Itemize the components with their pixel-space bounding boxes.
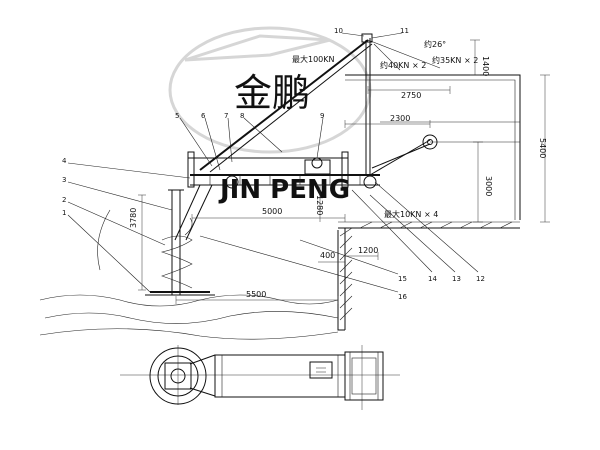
part-number-10: 10 — [334, 27, 343, 35]
part-number-7: 7 — [224, 112, 228, 120]
wheel-right — [363, 175, 377, 189]
plan-platform — [214, 354, 346, 398]
part-number-2: 2 — [62, 196, 66, 204]
dim-1200: 1200 — [358, 246, 378, 255]
part-number-12: 12 — [476, 275, 485, 283]
dim-5500: 5500 — [246, 290, 266, 299]
dim-3000: 3000 — [484, 176, 493, 196]
part-number-9: 9 — [320, 112, 324, 120]
part-number-11: 11 — [400, 27, 409, 35]
plan-right-block — [344, 351, 384, 401]
plan-motor — [309, 361, 333, 379]
label-about-26deg: 约26° — [424, 39, 446, 49]
part-number-14: 14 — [428, 275, 437, 283]
dimension-labels: 1400 2750 2300 5400 3000 5000 1280 3780 … — [129, 56, 547, 299]
part-number-4: 4 — [62, 157, 67, 165]
support-frame — [345, 74, 521, 220]
annotations: 最大100KN 约26° 约40KN × 2 约35KN × 2 最大10KN … — [292, 39, 478, 219]
label-max-10kn: 最大10KN × 4 — [384, 209, 438, 219]
part-number-15: 15 — [398, 275, 407, 283]
leader-lines — [67, 32, 479, 293]
wheel-left — [225, 175, 239, 189]
dim-2300: 2300 — [390, 114, 410, 123]
water-surface — [39, 209, 339, 340]
post-right — [341, 151, 349, 188]
part-number-8: 8 — [240, 112, 244, 120]
part-number-16: 16 — [398, 293, 407, 301]
crane — [199, 33, 441, 176]
dim-2750: 2750 — [401, 91, 421, 100]
plan-view — [120, 345, 400, 410]
dim-1400: 1400 — [481, 56, 490, 76]
dimension-lines — [138, 39, 550, 304]
part-number-1: 1 — [62, 209, 66, 217]
label-about-35kn: 约35KN × 2 — [432, 55, 478, 65]
label-about-40kn: 约40KN × 2 — [380, 60, 426, 70]
auger — [145, 189, 215, 296]
post-left — [187, 151, 195, 188]
watermark-cjk: 金鹏 — [234, 71, 310, 115]
dim-5400: 5400 — [538, 138, 547, 158]
platform — [174, 151, 380, 241]
plan-turntable-outer — [149, 347, 207, 405]
dim-3780: 3780 — [129, 208, 138, 228]
motor-unit — [304, 159, 331, 175]
part-number-5: 5 — [175, 112, 179, 120]
part-numbers: 1 2 3 4 5 6 7 8 9 10 11 12 13 14 15 16 — [62, 27, 485, 301]
dim-1280: 1280 — [315, 195, 324, 215]
dim-400: 400 — [320, 251, 335, 260]
dim-5000: 5000 — [262, 207, 282, 216]
ground-right — [337, 221, 520, 331]
part-number-13: 13 — [452, 275, 461, 283]
part-number-3: 3 — [62, 176, 66, 184]
label-max-100kn: 最大100KN — [292, 54, 335, 64]
part-number-6: 6 — [201, 112, 206, 120]
